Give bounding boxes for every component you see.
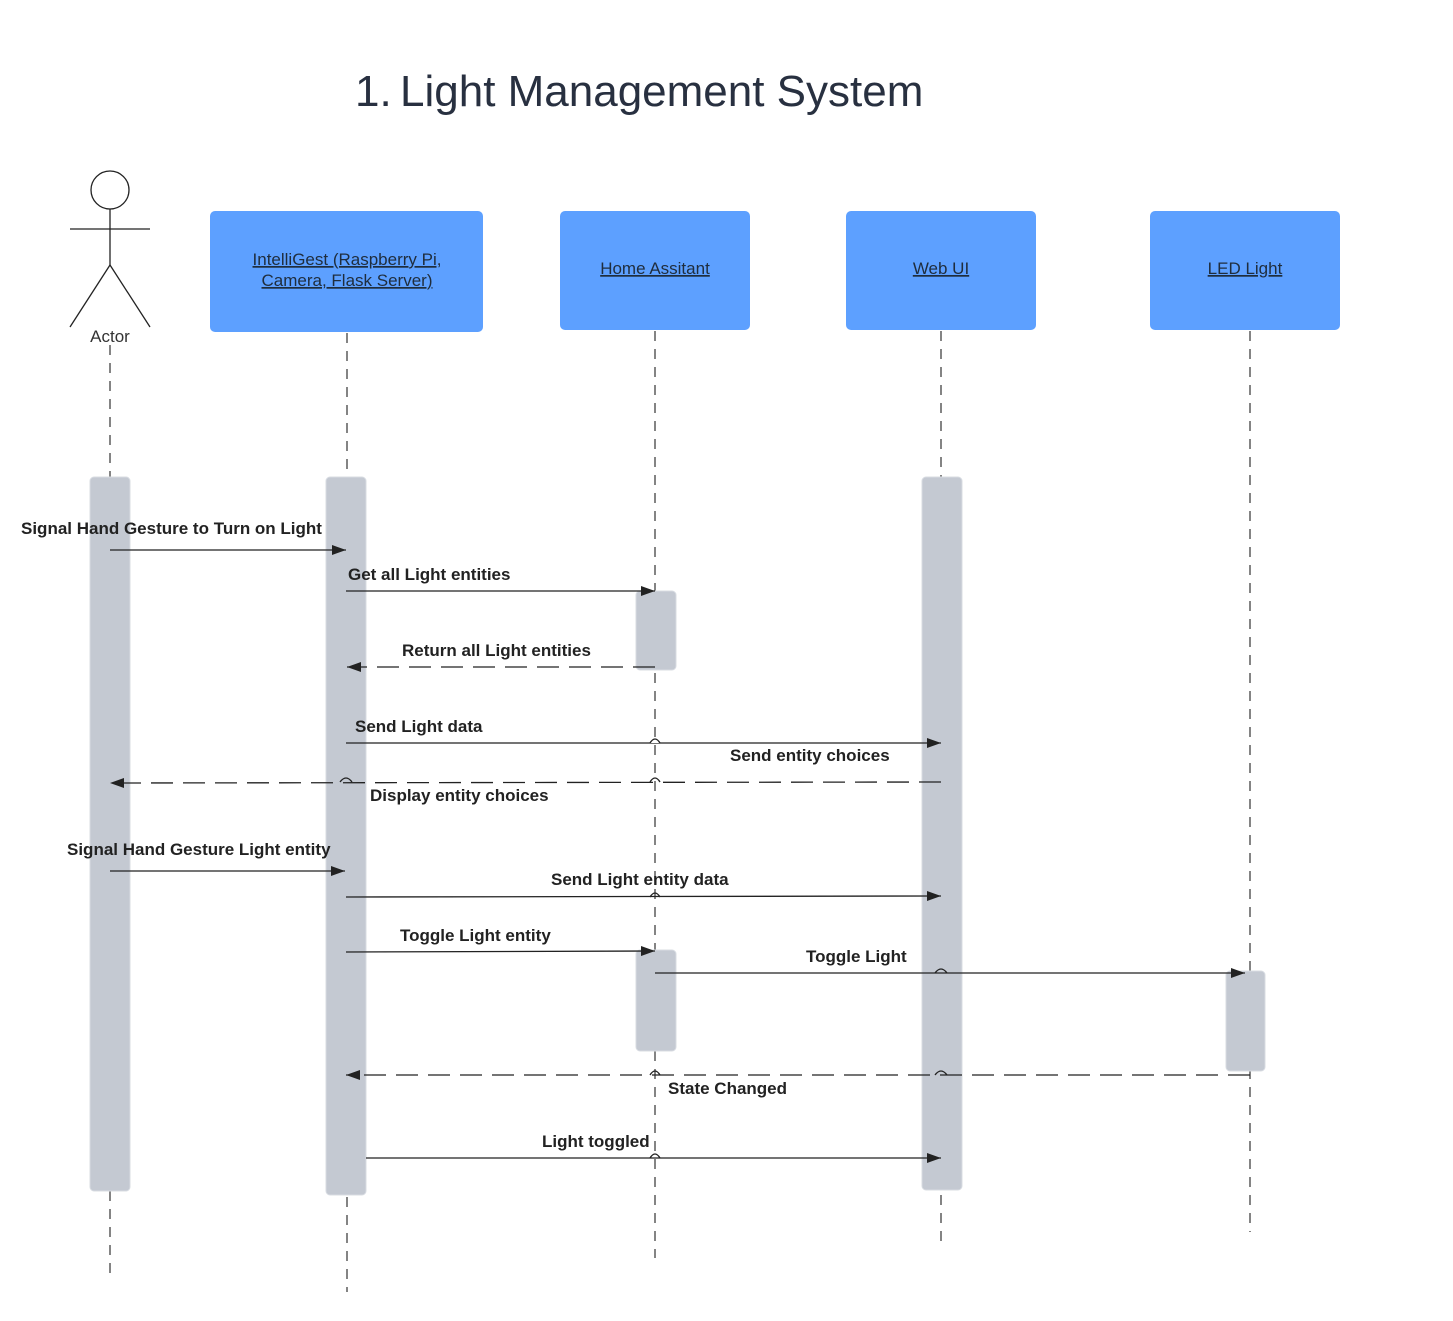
participant-led-light-label: LED Light xyxy=(1208,259,1283,278)
message-label: Signal Hand Gesture Light entity xyxy=(67,840,331,859)
activation-actor xyxy=(89,476,131,1192)
participant-web-ui: Web UI xyxy=(846,211,1036,330)
message-label: Toggle Light entity xyxy=(400,926,551,945)
message-label: Light toggled xyxy=(542,1132,650,1151)
message-label: Return all Light entities xyxy=(402,641,591,660)
page-title: Light Management System xyxy=(400,67,923,116)
participant-intelligest-label-line2: Camera, Flask Server) xyxy=(262,271,433,290)
activation-home-assistant-2 xyxy=(635,949,677,1052)
message-arrow-return xyxy=(109,777,942,788)
line-hops xyxy=(339,738,948,1159)
message-arrow xyxy=(345,891,942,902)
participant-intelligest: IntelliGest (Raspberry Pi, Camera, Flask… xyxy=(210,211,483,332)
actor-label: Actor xyxy=(90,327,130,346)
activation-intelligest xyxy=(325,476,367,1196)
actor-icon xyxy=(69,170,151,328)
activation-led-light xyxy=(1225,970,1266,1072)
title-number: 1. xyxy=(355,67,392,116)
message-label: Send Light data xyxy=(355,717,483,736)
participant-led-light: LED Light xyxy=(1150,211,1340,330)
message-arrow xyxy=(345,946,656,957)
activation-web-ui xyxy=(921,476,963,1191)
activation-home-assistant-1 xyxy=(635,590,677,671)
participant-home-assistant-label: Home Assitant xyxy=(600,259,710,278)
message-label: State Changed xyxy=(668,1079,787,1098)
message-label: Toggle Light xyxy=(806,947,907,966)
participant-home-assistant: Home Assitant xyxy=(560,211,750,330)
message-label: Signal Hand Gesture to Turn on Light xyxy=(21,519,322,538)
message-label: Display entity choices xyxy=(370,786,549,805)
participant-web-ui-label: Web UI xyxy=(913,259,969,278)
message-label: Get all Light entities xyxy=(348,565,510,584)
participant-intelligest-label-line1: IntelliGest (Raspberry Pi, xyxy=(253,250,442,269)
message-label: Send Light entity data xyxy=(551,870,729,889)
message-label: Send entity choices xyxy=(730,746,890,765)
